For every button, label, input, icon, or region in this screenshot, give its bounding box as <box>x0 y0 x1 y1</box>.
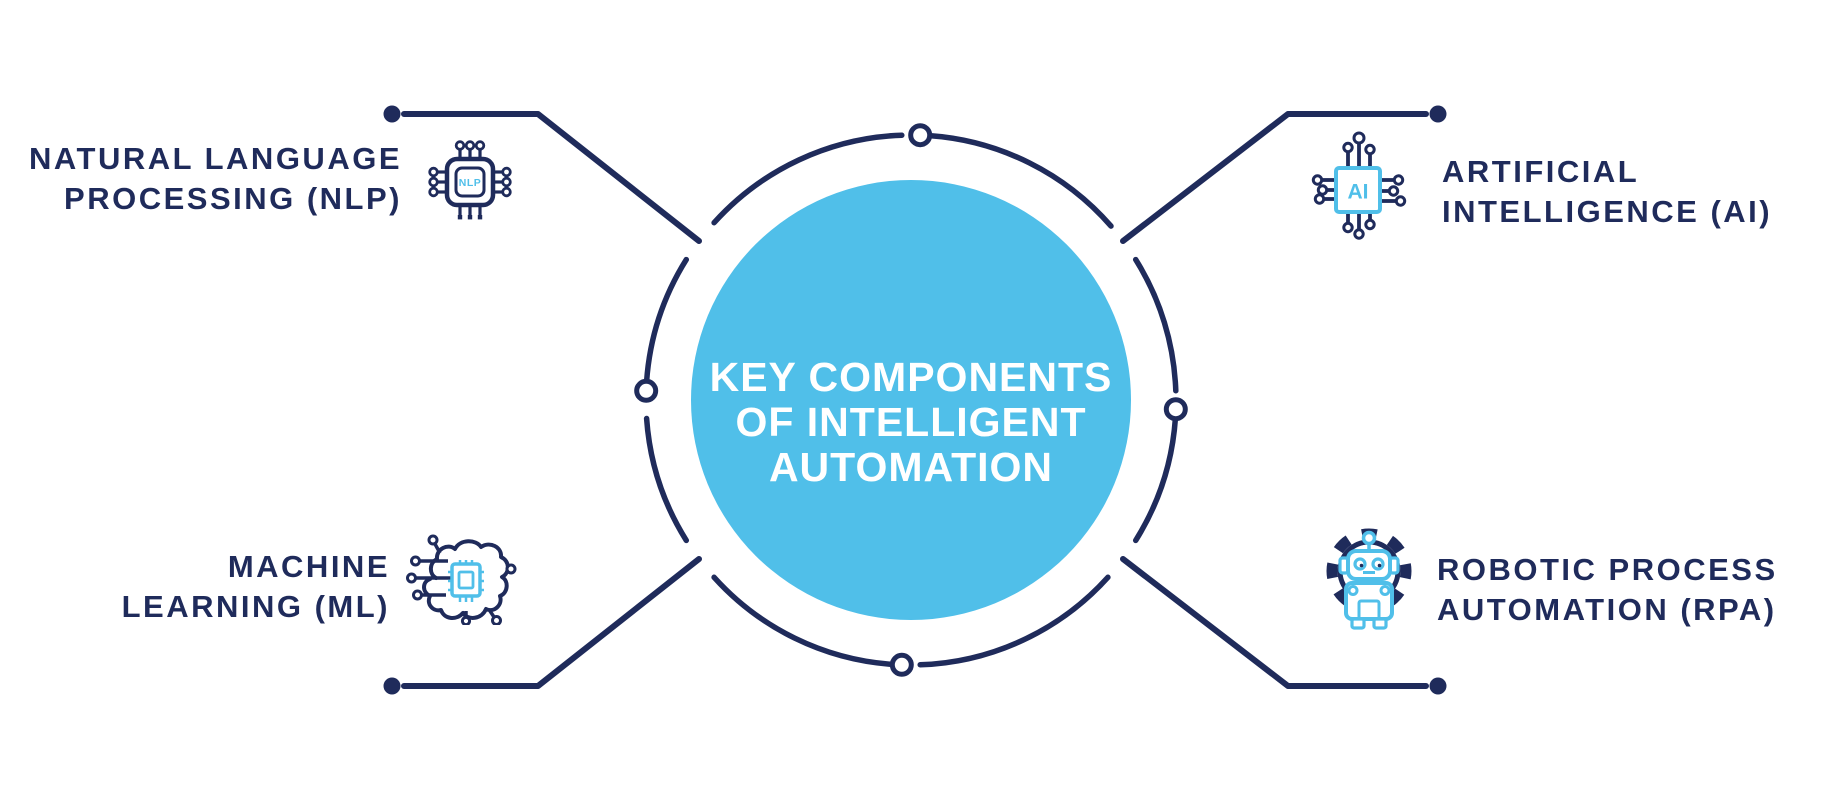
hub-title: KEY COMPONENTS OF INTELLIGENT AUTOMATION <box>709 353 1113 490</box>
rpa-label-line1: ROBOTIC PROCESS <box>1437 552 1778 587</box>
nlp-label-line1: NATURAL LANGUAGE <box>29 141 402 176</box>
ml-label: MACHINE LEARNING (ML) <box>122 547 390 627</box>
ring-node-top <box>908 123 933 148</box>
ring-arc-right-upper <box>1132 256 1179 394</box>
ring-arc-left-lower <box>643 415 690 544</box>
ai-chip-text: AI <box>1348 181 1369 204</box>
hub-title-line1: KEY COMPONENTS <box>709 353 1113 400</box>
ml-label-line1: MACHINE <box>227 549 390 584</box>
ring-node-right <box>1163 397 1188 422</box>
hub-title-line2: OF INTELLIGENT <box>735 398 1087 445</box>
ring-arc-right-lower <box>1132 415 1179 544</box>
hub-title-line3: AUTOMATION <box>768 443 1054 490</box>
ring-arc-bottom-right <box>917 574 1111 668</box>
hub-circle: KEY COMPONENTS OF INTELLIGENT AUTOMATION <box>691 180 1131 620</box>
ring-arc-left-upper <box>643 256 690 385</box>
rpa-label: ROBOTIC PROCESS AUTOMATION (RPA) <box>1437 550 1778 630</box>
connector-dot-top-right <box>1429 105 1447 123</box>
nlp-chip-icon: NLP <box>428 140 512 220</box>
ml-label-line2: LEARNING (ML) <box>121 589 390 624</box>
nlp-label: NATURAL LANGUAGE PROCESSING (NLP) <box>29 139 402 219</box>
connector-dot-bottom-right <box>1429 677 1447 695</box>
connector-line-bottom-left <box>401 556 702 689</box>
ring-node-left <box>634 378 659 403</box>
ring-nodes <box>634 123 1188 677</box>
nlp-label-line2: PROCESSING (NLP) <box>64 181 402 216</box>
ai-label-line1: ARTIFICIAL <box>1442 154 1640 189</box>
connector-line-top-right <box>1120 111 1429 244</box>
ring-arc-bottom-left <box>711 574 896 668</box>
nlp-chip-text: NLP <box>459 177 482 189</box>
connector-dot-bottom-left <box>383 677 401 695</box>
ring-arc-top-right <box>926 132 1114 229</box>
dashed-ring <box>643 132 1179 668</box>
connector-line-top-left <box>401 111 702 244</box>
connector-end-dots <box>383 105 1447 695</box>
ring-arc-top-left <box>711 132 905 226</box>
ring-node-bottom <box>889 652 914 677</box>
connector-line-bottom-right <box>1120 556 1429 689</box>
ai-label-line2: INTELLIGENCE (AI) <box>1442 194 1773 229</box>
ml-brain-chip-icon <box>406 534 517 625</box>
elbow-connectors <box>401 111 1429 689</box>
rpa-gear-robot-icon <box>1326 528 1412 630</box>
ai-label: ARTIFICIAL INTELLIGENCE (AI) <box>1442 152 1772 232</box>
ai-chip-icon: AI <box>1311 131 1407 240</box>
connector-dot-top-left <box>383 105 401 123</box>
rpa-label-line2: AUTOMATION (RPA) <box>1437 592 1777 627</box>
